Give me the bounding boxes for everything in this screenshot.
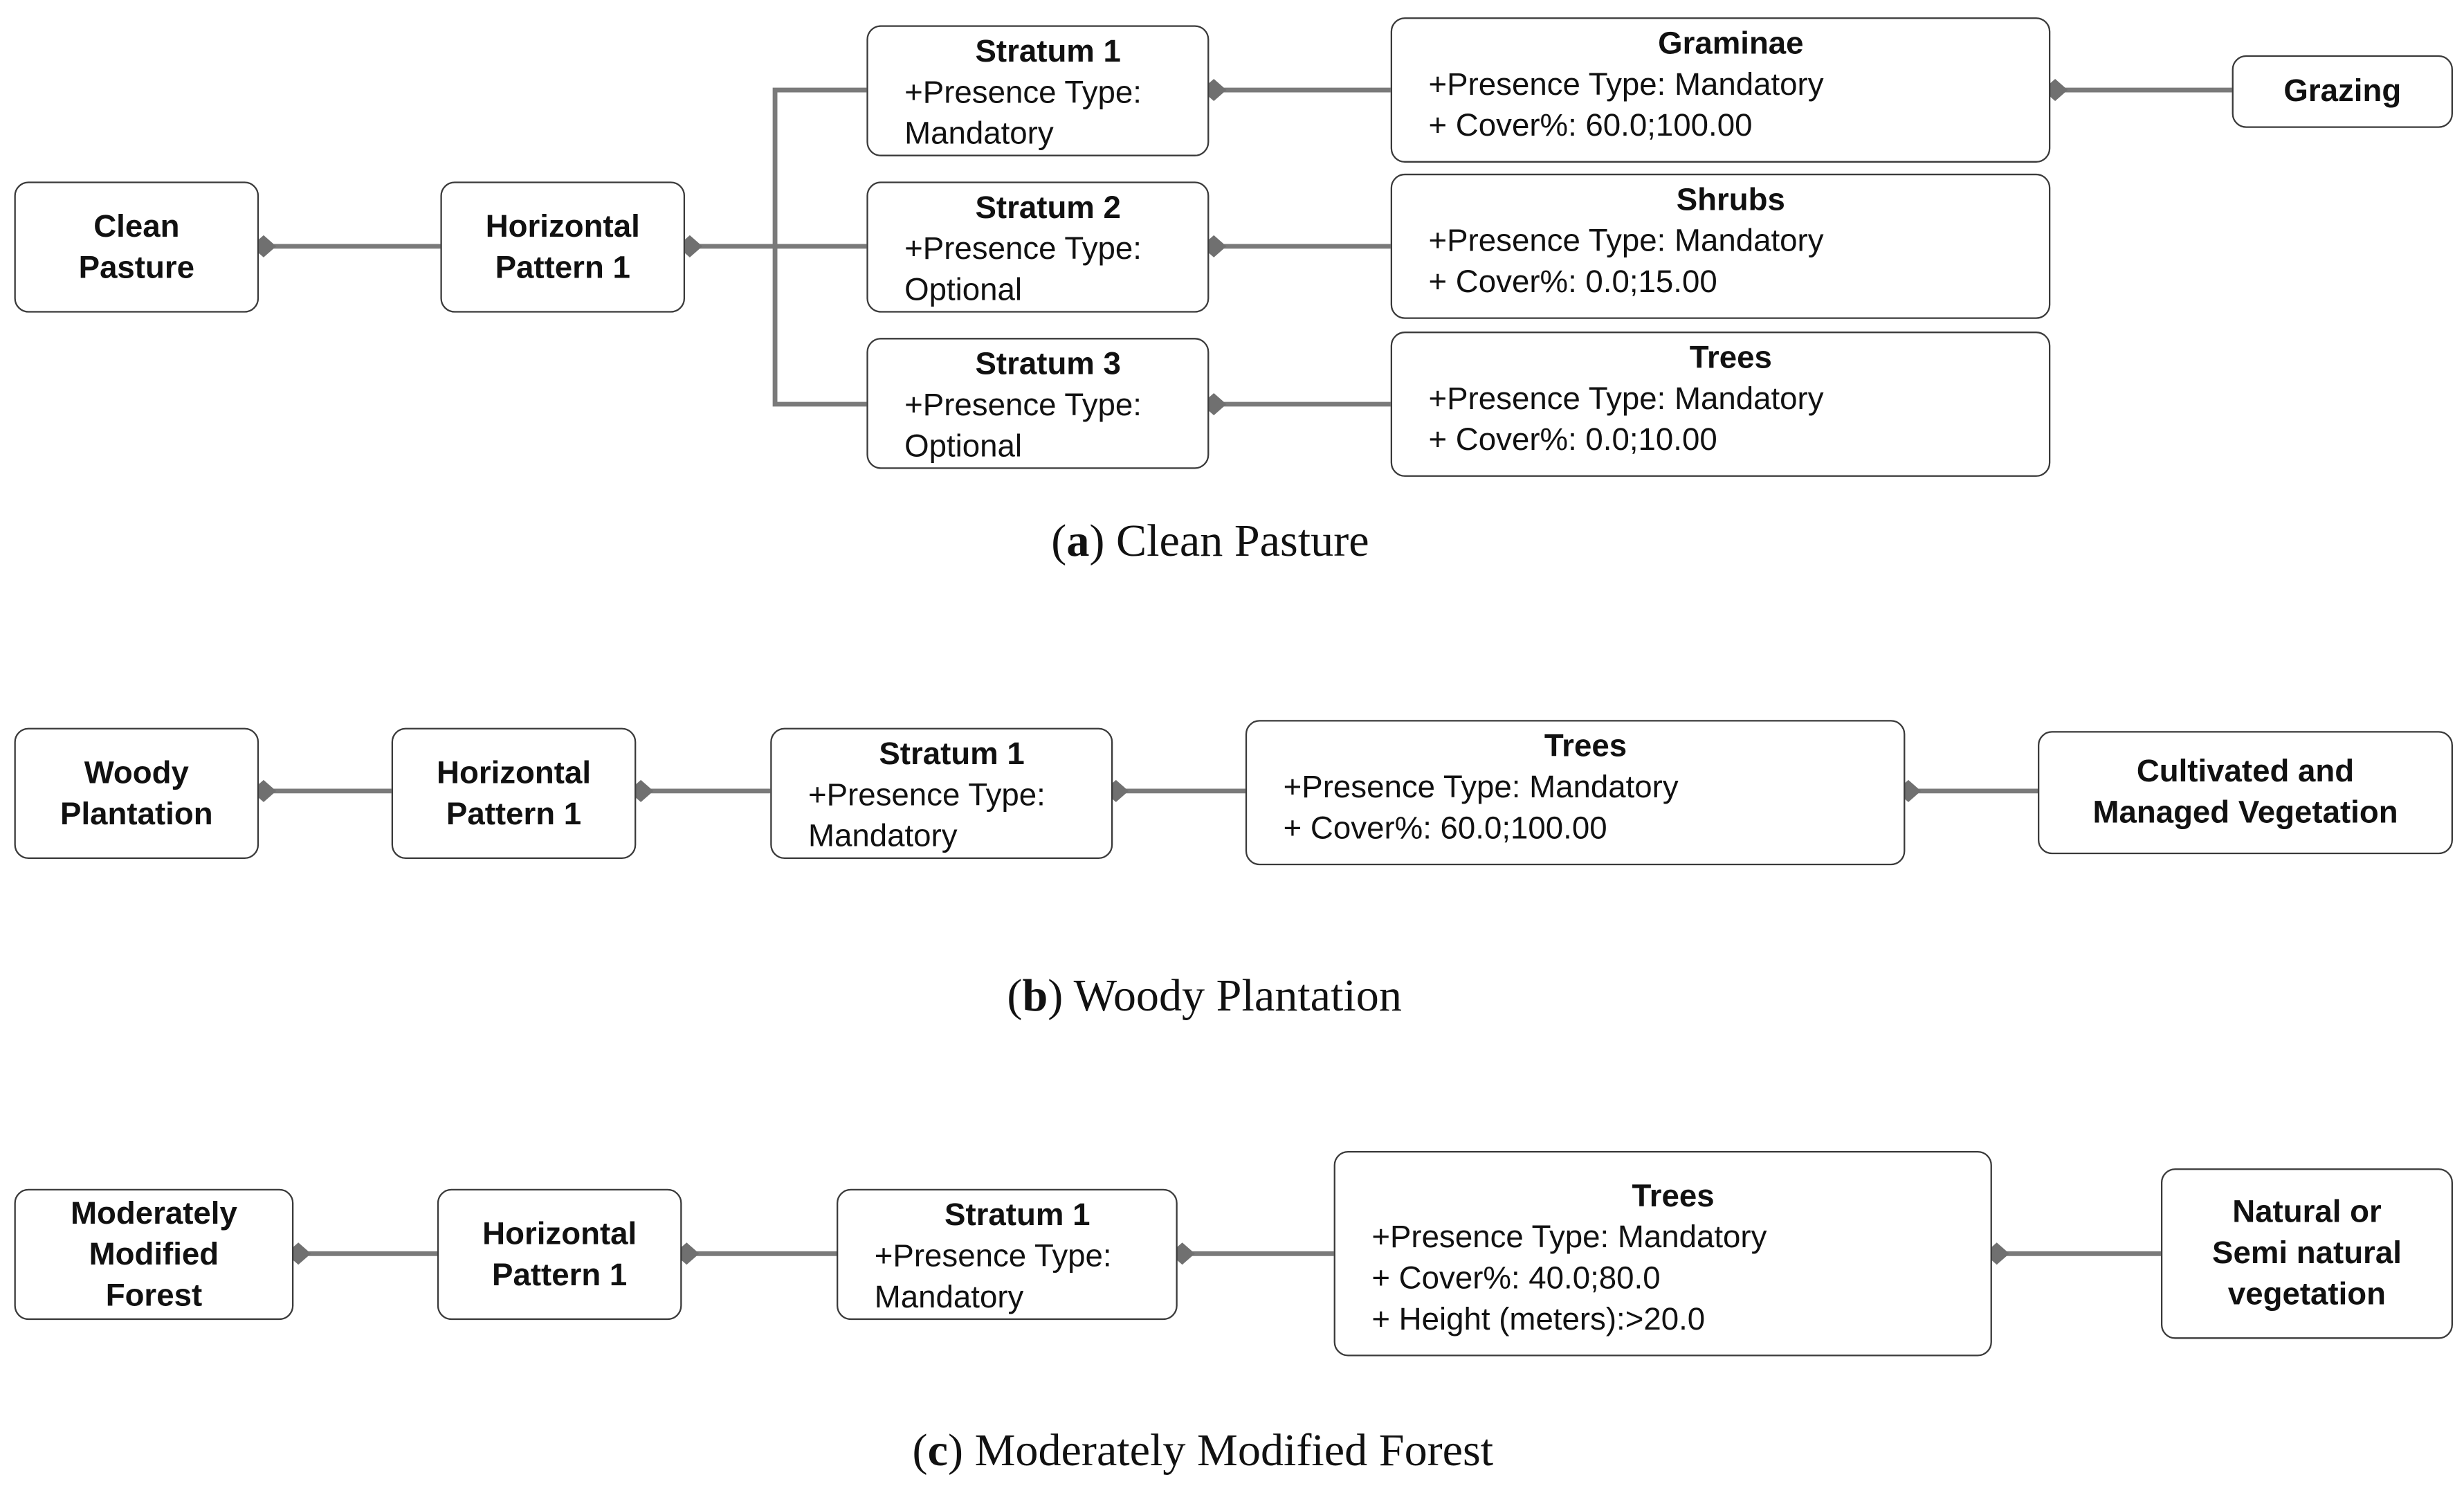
box-text: Natural or: [2232, 1195, 2382, 1231]
element-attribute: + Height (meters):>20.0: [1371, 1302, 1706, 1338]
box-text: Plantation: [60, 796, 213, 832]
caption-b: (b) Woody Plantation: [1007, 970, 1402, 1022]
element-attribute: + Cover%: 60.0;100.00: [1428, 109, 1753, 144]
box-text: Woody: [84, 755, 189, 790]
stratum-attribute: +Presence Type:: [874, 1239, 1112, 1274]
stratum-attribute: Mandatory: [807, 819, 958, 855]
caption-text: Woody Plantation: [1073, 970, 1402, 1022]
element-attribute: + Cover%: 60.0;100.00: [1283, 811, 1607, 846]
element-attribute: +Presence Type: Mandatory: [1371, 1220, 1767, 1256]
stratum-attribute: +Presence Type:: [807, 778, 1046, 813]
horizontal-pattern-box: Horizontal Pattern 1: [391, 727, 637, 859]
element-box-trees: Trees +Presence Type: Mandatory + Cover%…: [1333, 1150, 1992, 1357]
element-title: Shrubs: [1676, 183, 1785, 218]
stratum-attribute: +Presence Type:: [904, 232, 1142, 267]
stratum-attribute: +Presence Type:: [904, 75, 1142, 111]
horizontal-pattern-box: Horizontal Pattern 1: [437, 1188, 682, 1321]
box-text: Horizontal: [482, 1216, 637, 1251]
element-attribute: +Presence Type: Mandatory: [1428, 68, 1824, 103]
stratum-title: Stratum 1: [944, 1198, 1090, 1233]
element-box-graminae: Graminae +Presence Type: Mandatory + Cov…: [1390, 17, 2051, 163]
stratum-attribute: Optional: [904, 429, 1023, 464]
caption-letter: c: [927, 1425, 948, 1476]
element-box-trees: Trees +Presence Type: Mandatory + Cover%…: [1390, 332, 2051, 477]
class-box-moderately-modified-forest: Moderately Modified Forest: [14, 1188, 294, 1321]
element-title: Graminae: [1658, 26, 1804, 62]
element-title: Trees: [1689, 341, 1772, 376]
parent-box-natural-vegetation: Natural or Semi natural vegetation: [2160, 1168, 2453, 1339]
box-text: vegetation: [2227, 1277, 2387, 1312]
stratum-title: Stratum 2: [975, 191, 1121, 226]
box-text: Pattern 1: [446, 796, 582, 832]
box-text: Moderately: [70, 1196, 237, 1231]
element-box-trees: Trees +Presence Type: Mandatory + Cover%…: [1245, 720, 1906, 866]
element-attribute: + Cover%: 0.0;15.00: [1428, 265, 1717, 300]
element-title: Trees: [1632, 1179, 1715, 1215]
box-text: Modified: [89, 1237, 219, 1272]
stratum-box-1: Stratum 1 +Presence Type: Mandatory: [770, 727, 1113, 859]
element-attribute: +Presence Type: Mandatory: [1283, 770, 1679, 806]
property-box-grazing: Grazing: [2232, 55, 2453, 128]
box-text: Semi natural: [2212, 1236, 2402, 1271]
class-box-clean-pasture: Clean Pasture: [14, 181, 259, 313]
stratum-attribute: Mandatory: [904, 116, 1054, 152]
box-text: Pattern 1: [495, 250, 630, 285]
class-box-woody-plantation: Woody Plantation: [14, 727, 259, 859]
stratum-box-3: Stratum 3 +Presence Type: Optional: [866, 338, 1210, 469]
box-text: Clean: [93, 209, 180, 244]
box-text: Pasture: [78, 250, 195, 285]
caption-a: (a) Clean Pasture: [1051, 516, 1369, 567]
element-attribute: + Cover%: 40.0;80.0: [1371, 1261, 1661, 1296]
stratum-box-1: Stratum 1 +Presence Type: Mandatory: [837, 1188, 1178, 1321]
horizontal-pattern-box: Horizontal Pattern 1: [440, 181, 686, 313]
caption-text: Clean Pasture: [1116, 516, 1369, 567]
stratum-attribute: Optional: [904, 273, 1023, 308]
box-text: Horizontal: [437, 755, 592, 790]
box-text: Horizontal: [485, 209, 640, 244]
stratum-title: Stratum 1: [975, 35, 1121, 70]
element-title: Trees: [1544, 729, 1627, 765]
stratum-attribute: +Presence Type:: [904, 388, 1142, 424]
box-text: Pattern 1: [492, 1257, 628, 1293]
stratum-title: Stratum 3: [975, 347, 1121, 383]
element-attribute: + Cover%: 0.0;10.00: [1428, 423, 1717, 458]
box-text: Forest: [105, 1278, 203, 1313]
stratum-box-1: Stratum 1 +Presence Type: Mandatory: [866, 25, 1210, 156]
connector-line: [689, 87, 867, 407]
box-text: Managed Vegetation: [2092, 795, 2398, 831]
caption-text: Moderately Modified Forest: [974, 1425, 1494, 1476]
caption-letter: a: [1066, 516, 1090, 567]
stratum-box-2: Stratum 2 +Presence Type: Optional: [866, 181, 1210, 313]
element-attribute: +Presence Type: Mandatory: [1428, 382, 1824, 417]
box-text: Grazing: [2283, 74, 2402, 109]
element-attribute: +Presence Type: Mandatory: [1428, 224, 1824, 260]
box-text: Cultivated and: [2136, 754, 2355, 790]
stratum-attribute: Mandatory: [874, 1280, 1024, 1316]
element-box-shrubs: Shrubs +Presence Type: Mandatory + Cover…: [1390, 173, 2051, 319]
stratum-title: Stratum 1: [879, 737, 1025, 772]
caption-c: (c) Moderately Modified Forest: [912, 1425, 1494, 1476]
parent-box-cultivated: Cultivated and Managed Vegetation: [2038, 731, 2453, 855]
caption-letter: b: [1022, 970, 1048, 1022]
